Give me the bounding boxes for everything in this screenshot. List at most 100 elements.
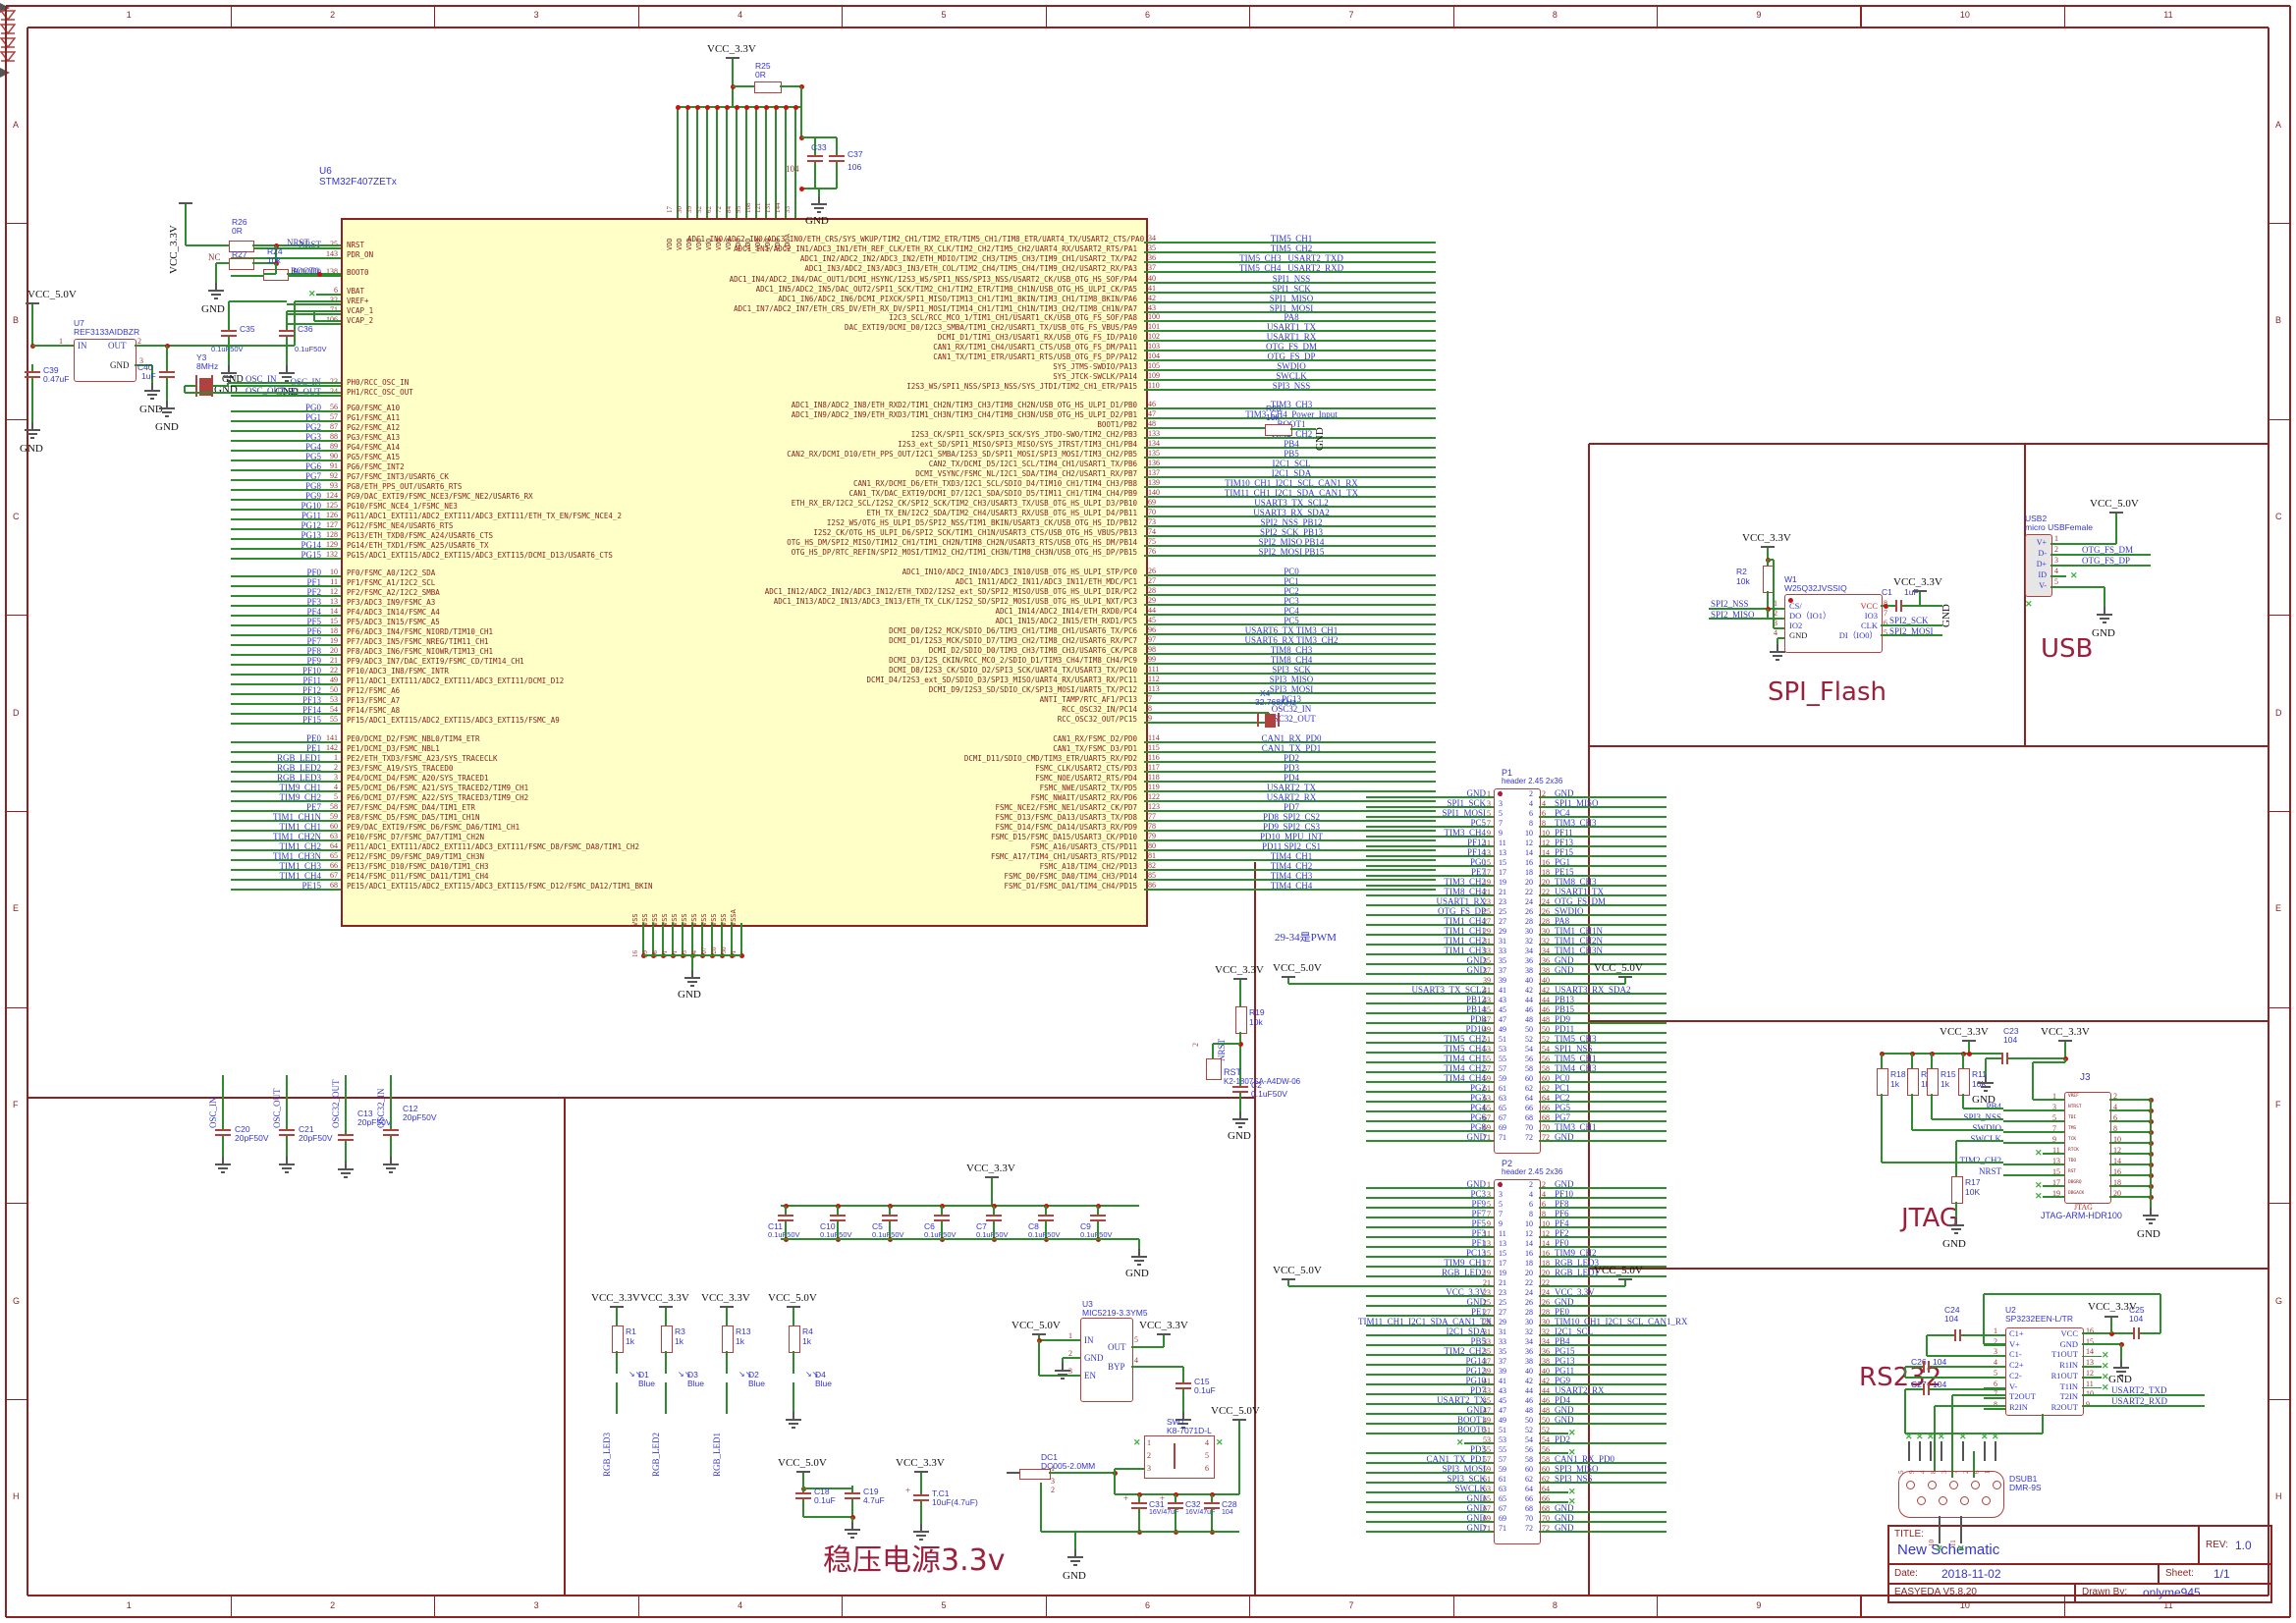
resistor-R27[interactable]: [229, 258, 254, 270]
pin-number: 119: [1148, 783, 1160, 791]
capacitor-[interactable]: [1038, 1215, 1054, 1217]
resistor-R18[interactable]: [1877, 1068, 1888, 1096]
capacitor-plate: [215, 1134, 231, 1136]
ruler-row: A: [13, 119, 20, 130]
pin-function: BOOT1/PB2: [1097, 420, 1137, 429]
capacitor-C36[interactable]: [279, 330, 295, 332]
led-D2[interactable]: [0, 37, 17, 51]
resistor-R4[interactable]: [789, 1325, 800, 1353]
connector-P1[interactable]: [1494, 788, 1541, 1154]
pin-number: 37: [1483, 966, 1491, 975]
capacitor-[interactable]: [807, 155, 823, 157]
crystal[interactable]: [1265, 714, 1276, 728]
capacitor-[interactable]: [2133, 1327, 2135, 1339]
capacitor-[interactable]: [338, 1134, 354, 1136]
label: 8: [1994, 1400, 1997, 1409]
connector-USB2[interactable]: [2025, 534, 2052, 597]
capacitor-[interactable]: [383, 1129, 399, 1131]
pin-number: 26: [1525, 907, 1533, 916]
led-D1[interactable]: [0, 10, 17, 24]
button-RST[interactable]: [1206, 1058, 1222, 1080]
wire: [2082, 1355, 2102, 1358]
capacitor-C1[interactable]: [1895, 600, 1897, 612]
capacitor-C35[interactable]: [221, 330, 237, 332]
capacitor-[interactable]: [778, 1215, 793, 1217]
crystal[interactable]: [199, 378, 211, 396]
resistor-R3[interactable]: [661, 1325, 673, 1353]
resistor-R16[interactable]: [1907, 1068, 1919, 1096]
wire: [1908, 1441, 1910, 1461]
capacitor-[interactable]: [279, 1129, 295, 1131]
wire: [1366, 894, 1494, 896]
pin-number: 56: [1525, 1055, 1533, 1063]
capacitor-[interactable]: [986, 1215, 1002, 1217]
pin-function: PG12/FSMC_NE4/USART6_RTS: [347, 521, 454, 530]
capacitor-[interactable]: [830, 1215, 846, 1217]
capacitor-C15[interactable]: [1175, 1382, 1191, 1384]
ic-U3[interactable]: [1080, 1318, 1133, 1402]
wire: [1144, 761, 1436, 763]
resistor-R19[interactable]: [1235, 1006, 1247, 1034]
wire: [1366, 1140, 1494, 1142]
wire: [1955, 1169, 1957, 1176]
resistor-R23[interactable]: [1265, 424, 1292, 436]
capacitor-[interactable]: [1954, 1329, 1956, 1341]
pin-number: 64: [1525, 1094, 1533, 1103]
capacitor-C37[interactable]: [829, 155, 845, 157]
label: C9: [1080, 1221, 1091, 1231]
pin-number: 97: [1148, 635, 1156, 644]
net-label: PB4: [1555, 1336, 1570, 1346]
wire: [1211, 1516, 1213, 1532]
capacitor-C19[interactable]: [845, 1492, 860, 1494]
pin-number: 57: [330, 412, 338, 421]
resistor-R13[interactable]: [722, 1325, 734, 1353]
capacitor-C39[interactable]: [25, 371, 40, 373]
capacitor-[interactable]: [882, 1215, 898, 1217]
switch-SW1[interactable]: [1144, 1435, 1215, 1479]
capacitor-[interactable]: [159, 371, 175, 373]
net-label: OSC32_OUT: [1267, 714, 1316, 724]
capacitor-[interactable]: [215, 1129, 231, 1131]
dc-jack-DC1[interactable]: [1019, 1469, 1051, 1480]
resistor-R15[interactable]: [1927, 1068, 1939, 1096]
capacitor-[interactable]: [1090, 1215, 1106, 1217]
capacitor-[interactable]: [2001, 1053, 2003, 1064]
resistor-R17[interactable]: [1951, 1176, 1963, 1204]
pin-number: 52: [1525, 1035, 1533, 1044]
connector-P2[interactable]: [1494, 1179, 1541, 1544]
pin-number: 20: [1542, 878, 1550, 887]
capacitor-[interactable]: [934, 1215, 950, 1217]
resistor-R1[interactable]: [612, 1325, 624, 1353]
capacitor-[interactable]: [1168, 1502, 1183, 1504]
ic-U2[interactable]: [2005, 1327, 2084, 1416]
wire: [794, 107, 796, 218]
gnd-bar: [144, 390, 160, 392]
ic-U7[interactable]: [74, 339, 137, 382]
pin-number: 55: [1483, 1445, 1491, 1454]
capacitor-T.C1[interactable]: [913, 1494, 929, 1496]
label: 20pF50V: [235, 1133, 269, 1143]
capacitor-[interactable]: [1923, 1361, 1925, 1373]
capacitor-C2[interactable]: [1232, 1086, 1248, 1088]
capacitor-[interactable]: [1131, 1502, 1147, 1504]
capacitor-[interactable]: [1204, 1502, 1220, 1504]
net-label: OSC32_IN: [1271, 704, 1312, 714]
power-label: VCC_5.0V: [27, 289, 77, 300]
pin-function: CAN1_RX/FSMC_D2/PD0: [1053, 734, 1137, 743]
resistor-R26[interactable]: [229, 241, 254, 252]
ic-W1[interactable]: [1784, 594, 1883, 653]
pin-number: 17: [1499, 1259, 1506, 1268]
pin-number: 44: [1525, 996, 1533, 1004]
pin-number: 8: [1529, 819, 1533, 828]
connector-DSUB1[interactable]: [1898, 1471, 2004, 1518]
resistor-R25[interactable]: [754, 81, 782, 93]
resistor-R11[interactable]: [1958, 1068, 1970, 1096]
connector-J3[interactable]: [2064, 1092, 2111, 1204]
ic-U6[interactable]: [341, 218, 1148, 927]
led-D3[interactable]: [0, 24, 17, 37]
net-label: TIM1_CH1: [1444, 926, 1487, 936]
wire: [228, 323, 230, 330]
capacitor-C18[interactable]: [795, 1492, 811, 1494]
capacitor-[interactable]: [1923, 1383, 1925, 1395]
led-D4[interactable]: [0, 51, 17, 65]
